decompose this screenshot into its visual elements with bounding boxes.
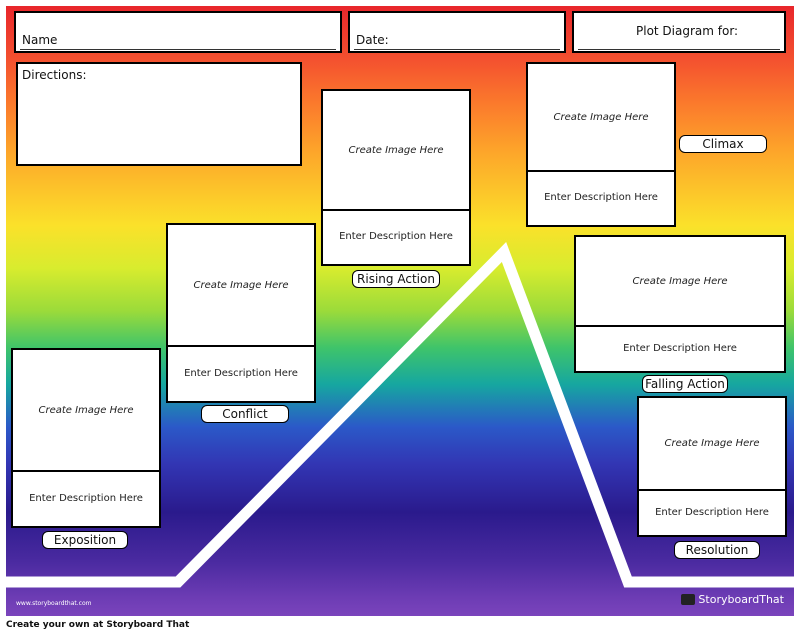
storyboard-icon [681, 594, 696, 605]
falling-action-label: Falling Action [642, 375, 728, 393]
exposition-label: Exposition [42, 531, 128, 549]
name-field[interactable]: Name [14, 11, 342, 53]
falling-action-image-area[interactable]: Create Image Here [576, 237, 784, 327]
worksheet-canvas: Name Date: Plot Diagram for: Directions:… [6, 6, 794, 616]
resolution-label: Resolution [674, 541, 760, 559]
conflict-label: Conflict [201, 405, 289, 423]
climax-label: Climax [679, 135, 767, 153]
rising-action-image-area[interactable]: Create Image Here [323, 91, 469, 211]
exposition-description[interactable]: Enter Description Here [29, 492, 143, 504]
name-label: Name [22, 33, 58, 47]
rising-action-label: Rising Action [352, 270, 440, 288]
plot-diagram-field[interactable]: Plot Diagram for: [572, 11, 786, 53]
conflict-cell[interactable]: Create Image Here Enter Description Here [166, 223, 316, 403]
brand-text: StoryboardThat [698, 593, 784, 606]
date-field[interactable]: Date: [348, 11, 566, 53]
date-label: Date: [356, 33, 389, 47]
resolution-description[interactable]: Enter Description Here [655, 506, 769, 518]
climax-cell[interactable]: Create Image Here Enter Description Here [526, 62, 676, 227]
climax-description[interactable]: Enter Description Here [544, 192, 658, 203]
conflict-description[interactable]: Enter Description Here [184, 367, 298, 379]
storyboardthat-logo: StoryboardThat [681, 593, 784, 606]
falling-action-cell[interactable]: Create Image Here Enter Description Here [574, 235, 786, 373]
falling-action-description[interactable]: Enter Description Here [623, 342, 737, 354]
directions-label: Directions: [22, 68, 87, 82]
climax-image-area[interactable]: Create Image Here [528, 64, 674, 172]
plot-line [6, 242, 794, 588]
credit-link[interactable]: Create your own at Storyboard That [6, 620, 190, 630]
conflict-image-area[interactable]: Create Image Here [168, 225, 314, 347]
resolution-cell[interactable]: Create Image Here Enter Description Here [637, 396, 787, 537]
rising-action-description[interactable]: Enter Description Here [339, 231, 453, 242]
rising-action-cell[interactable]: Create Image Here Enter Description Here [321, 89, 471, 266]
website-text: www.storyboardthat.com [16, 600, 92, 607]
plot-diagram-label: Plot Diagram for: [636, 24, 739, 38]
directions-box[interactable]: Directions: [16, 62, 302, 166]
resolution-image-area[interactable]: Create Image Here [639, 398, 785, 491]
exposition-cell[interactable]: Create Image Here Enter Description Here [11, 348, 161, 528]
exposition-image-area[interactable]: Create Image Here [13, 350, 159, 472]
